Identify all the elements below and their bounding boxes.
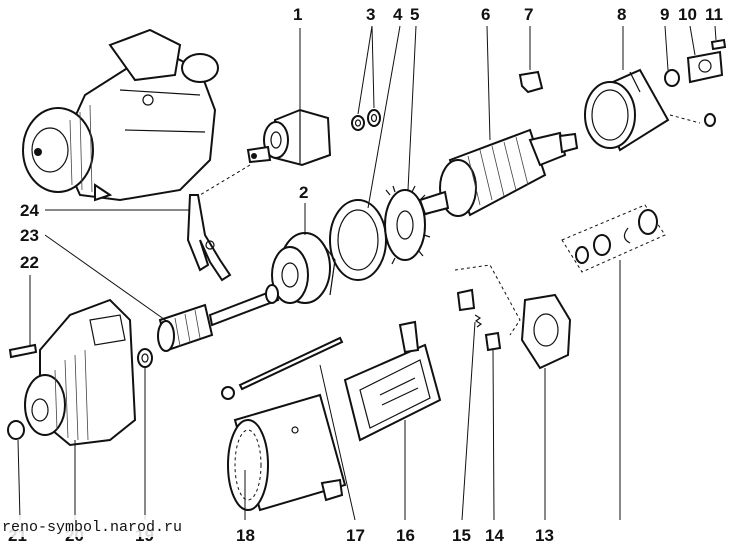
label-17: 17	[346, 526, 365, 545]
field-coil	[343, 320, 442, 442]
label-10: 10	[678, 5, 697, 24]
bushing-plate-screw	[664, 38, 727, 127]
label-8: 8	[617, 5, 626, 24]
field-frame	[227, 393, 347, 512]
label-4: 4	[393, 5, 403, 24]
label-24: 24	[20, 201, 39, 220]
label-1: 1	[293, 5, 302, 24]
washer-set	[561, 204, 666, 273]
brush-holder	[520, 293, 572, 370]
planetary-gear	[271, 232, 336, 304]
assembled-starter	[22, 28, 219, 202]
nuts	[351, 109, 381, 131]
label-23: 23	[20, 226, 39, 245]
label-22: 22	[20, 253, 39, 272]
brush	[484, 331, 502, 352]
solenoid	[199, 108, 332, 196]
drive-shaft	[157, 284, 280, 352]
label-18: 18	[236, 526, 255, 545]
label-15: 15	[452, 526, 471, 545]
yoke-housing	[584, 68, 670, 152]
bushing	[7, 420, 25, 440]
label-7: 7	[524, 5, 533, 24]
through-bolt	[221, 336, 344, 400]
clip	[518, 70, 544, 94]
drive-end-housing	[24, 298, 137, 447]
label-9: 9	[660, 5, 669, 24]
armature	[418, 128, 579, 217]
label-3: 3	[366, 5, 375, 24]
label-14: 14	[485, 526, 504, 545]
label-2: 2	[299, 183, 308, 202]
watermark-text: reno-symbol.narod.ru	[2, 519, 182, 536]
fork-lever	[186, 194, 232, 282]
label-6: 6	[481, 5, 490, 24]
label-5: 5	[410, 5, 419, 24]
stop-ring	[137, 348, 153, 368]
bolt	[8, 343, 38, 359]
label-13: 13	[535, 526, 554, 545]
seal-ring	[329, 199, 387, 281]
brush-spring	[454, 264, 521, 336]
label-11: 11	[705, 5, 723, 24]
gear-plate	[384, 185, 431, 265]
leader-lines	[17, 25, 717, 521]
label-16: 16	[396, 526, 415, 545]
